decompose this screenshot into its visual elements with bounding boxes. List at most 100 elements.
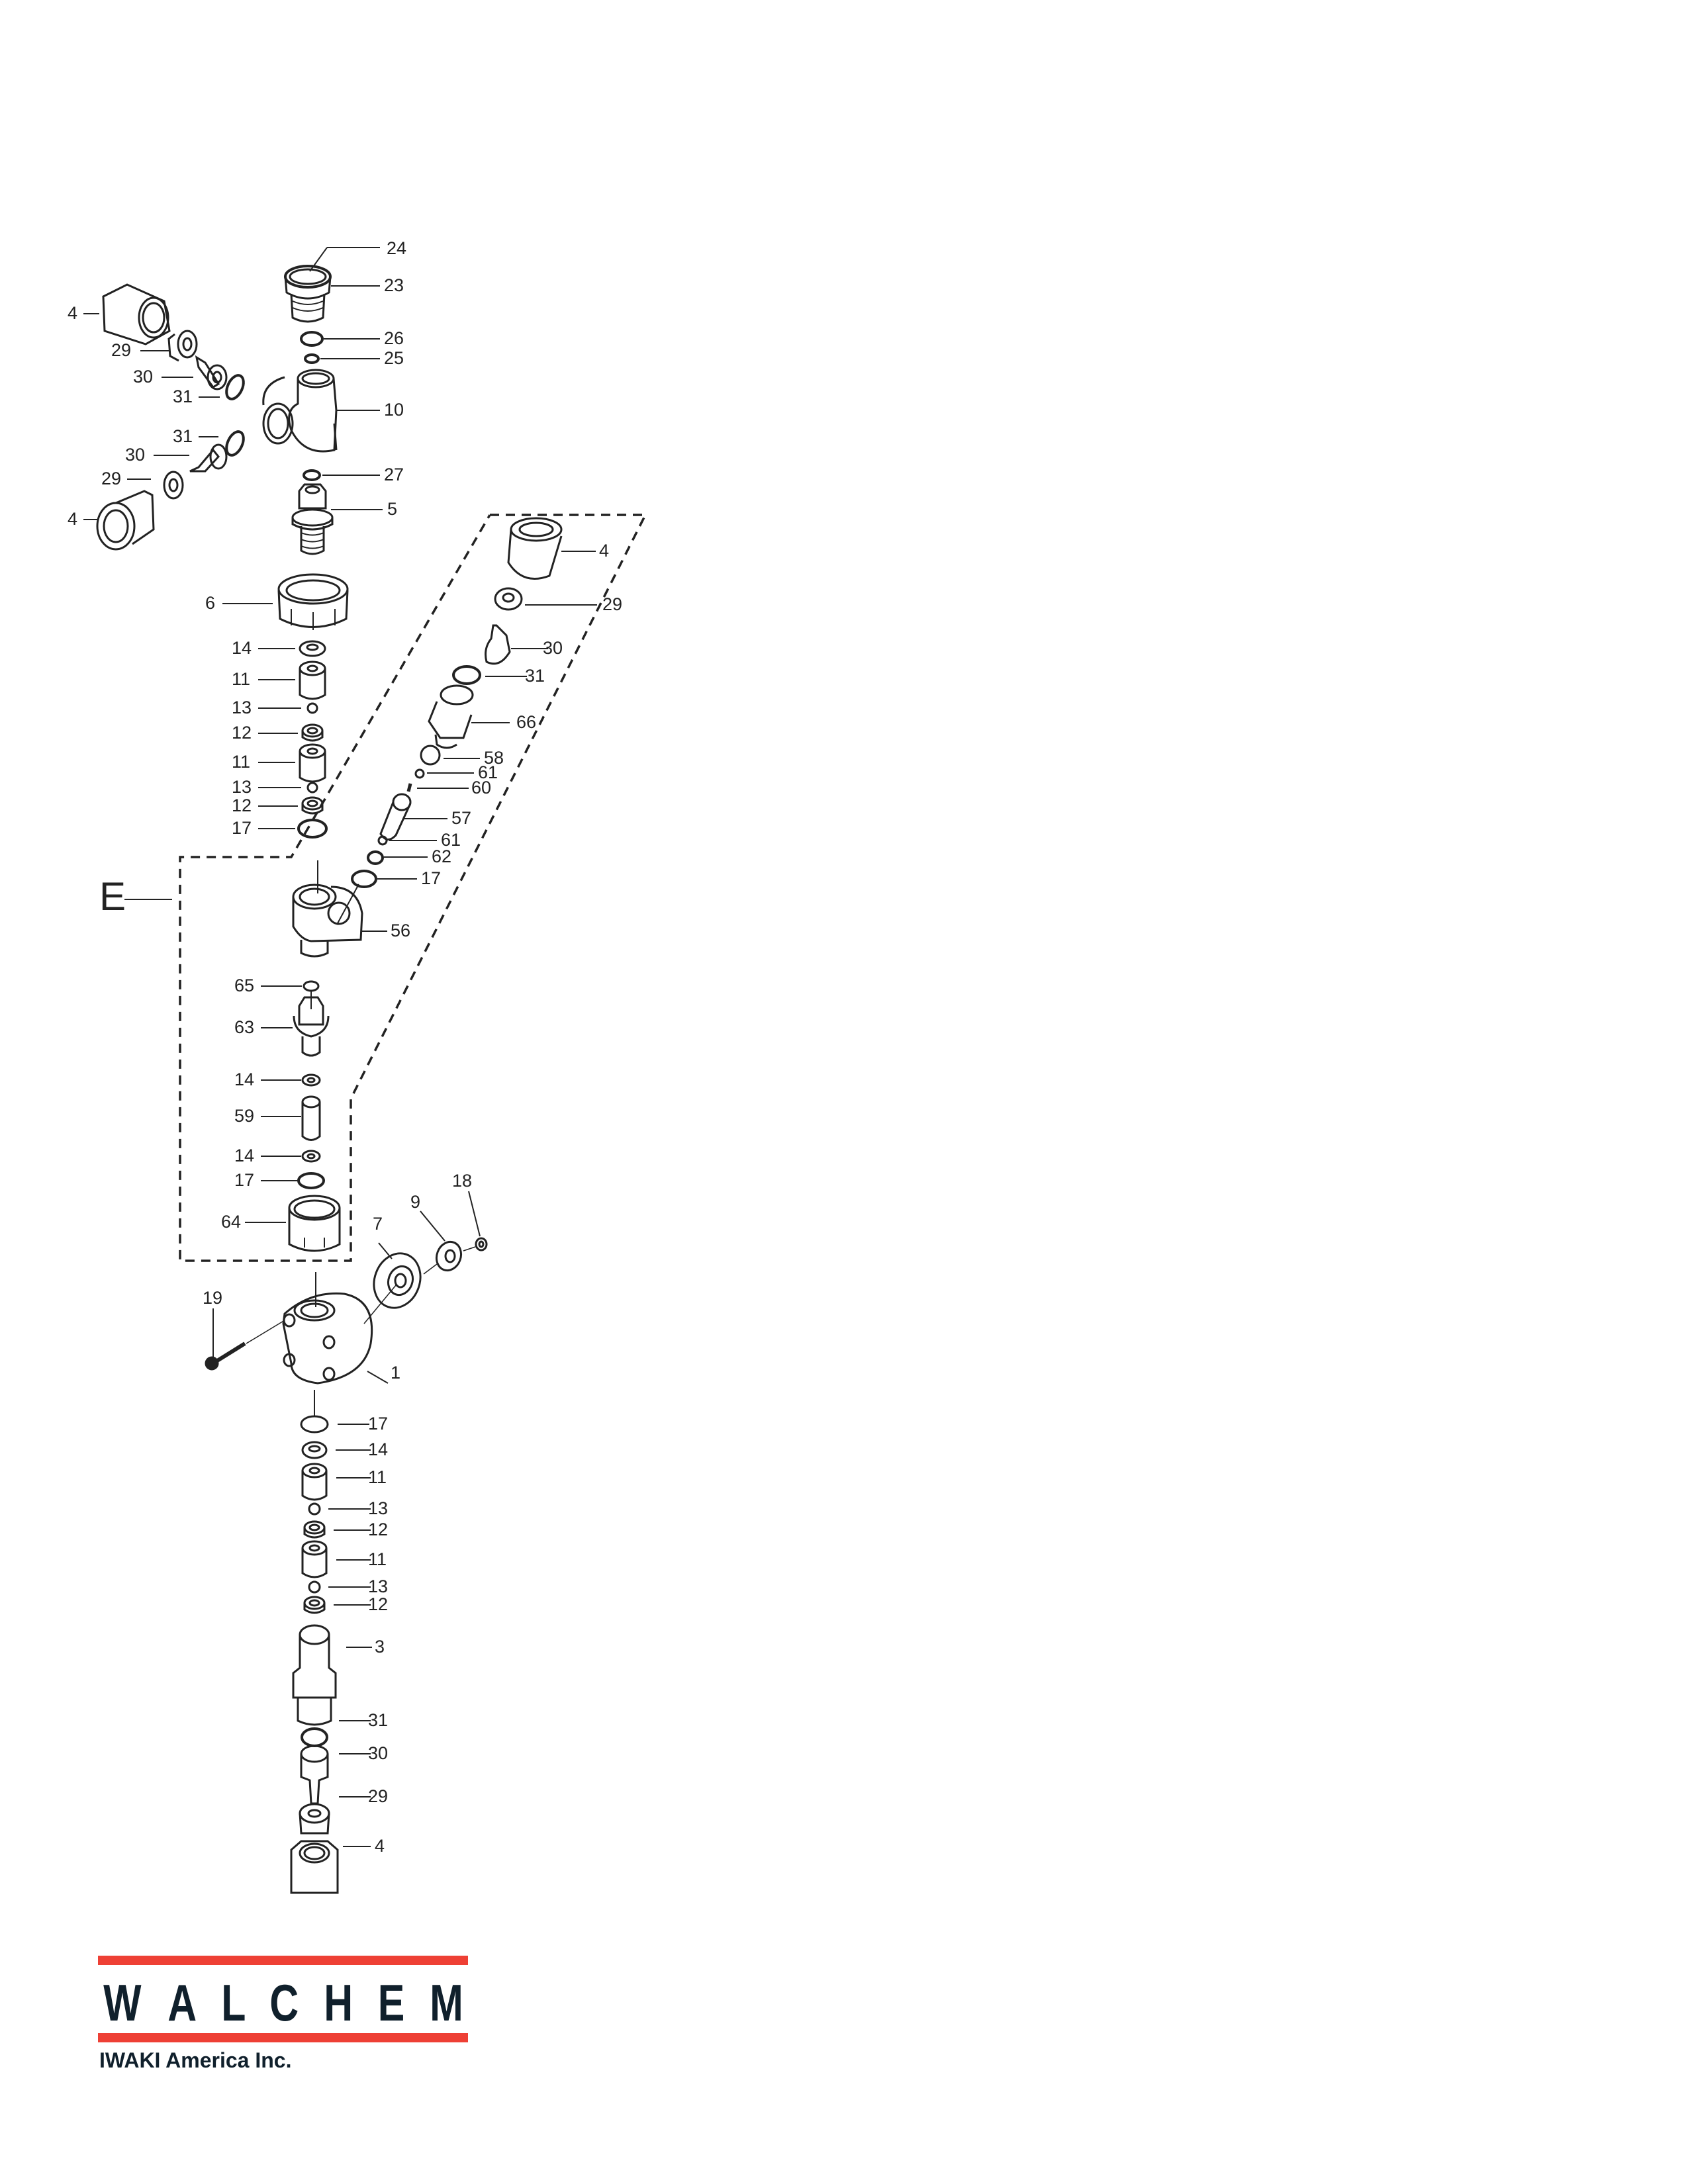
callout-1: 1 — [391, 1363, 401, 1383]
union-nut-64 — [288, 1195, 341, 1252]
callout-13: 13 — [368, 1498, 389, 1518]
callout-29: 29 — [602, 594, 623, 614]
callout-13: 13 — [368, 1576, 389, 1596]
o-ring-27 — [303, 469, 321, 481]
ball-guide-11-lower — [301, 1463, 328, 1501]
insert-30-kit — [485, 624, 511, 665]
insert-30-upper — [195, 355, 228, 390]
callout-10: 10 — [384, 400, 404, 420]
callout-14: 14 — [232, 638, 252, 658]
nut-4-lower — [96, 490, 155, 551]
cartridge-57 — [379, 793, 412, 841]
cap-part-23 — [284, 265, 332, 323]
callout-4: 4 — [68, 509, 78, 529]
callout-23: 23 — [384, 275, 404, 295]
callout-30: 30 — [543, 638, 563, 658]
callout-14: 14 — [368, 1439, 389, 1459]
callout-25: 25 — [384, 348, 404, 368]
o-ring-31-lower — [225, 430, 245, 457]
washer-9 — [435, 1240, 463, 1272]
gasket-14-kit-b — [301, 1150, 321, 1163]
callout-4: 4 — [375, 1836, 385, 1856]
callout-29: 29 — [101, 469, 122, 488]
pin-60 — [406, 783, 412, 792]
callout-4: 4 — [68, 303, 78, 323]
callout-17: 17 — [421, 868, 442, 888]
callout-31: 31 — [173, 426, 193, 446]
o-ring-26 — [300, 331, 324, 347]
ball-61b — [377, 835, 388, 846]
spacer-59 — [301, 1095, 321, 1141]
callout-17: 17 — [232, 818, 252, 838]
callout-17: 17 — [368, 1414, 389, 1433]
callout-31: 31 — [525, 666, 545, 686]
left-fittings — [83, 283, 245, 551]
callout-63: 63 — [234, 1017, 255, 1037]
callout-13: 13 — [232, 777, 252, 797]
washer-62 — [367, 850, 384, 865]
kit-e-side-parts — [351, 517, 597, 888]
logo-wordmark: W A L C H E M — [98, 1974, 468, 2032]
valve-seat-12-lower-b — [303, 1596, 326, 1614]
disc-58 — [420, 745, 441, 766]
callout-60: 60 — [471, 778, 492, 797]
nut-4-upper — [102, 283, 171, 345]
logo-top-bar — [98, 1956, 468, 1965]
logo-letter: M — [430, 1974, 463, 2032]
o-ring-31-lower-stack — [301, 1727, 328, 1747]
callout-12: 12 — [232, 723, 252, 743]
callout-11: 11 — [232, 669, 251, 689]
ball-guide-11b — [299, 743, 326, 783]
callout-3: 3 — [375, 1637, 385, 1657]
fitting-5 — [291, 483, 334, 555]
logo-letter: E — [377, 1974, 404, 2032]
ferrule-29-lower-stack — [299, 1803, 330, 1835]
diaphragm-7 — [373, 1252, 422, 1309]
valve-seat-12-lower — [303, 1520, 326, 1539]
callout-19: 19 — [203, 1288, 223, 1308]
callout-18: 18 — [452, 1171, 473, 1191]
o-ring-31-upper — [225, 374, 245, 400]
callout-12: 12 — [368, 1594, 389, 1614]
callout-17: 17 — [234, 1170, 255, 1190]
fitting-3 — [292, 1624, 337, 1726]
injection-body-56 — [292, 884, 363, 958]
ball-13-lower-b — [308, 1580, 321, 1594]
o-ring-17-lower — [300, 1415, 329, 1433]
callout-13: 13 — [232, 698, 252, 717]
o-ring-65 — [303, 980, 320, 992]
gasket-14-lower — [301, 1441, 328, 1459]
valve-seat-12b — [301, 796, 324, 815]
callout-6: 6 — [205, 593, 216, 613]
kit-e-dashed-outline — [179, 514, 647, 1262]
callout-14: 14 — [234, 1069, 255, 1089]
ferrule-29-lower — [163, 471, 184, 500]
callout-31: 31 — [368, 1710, 389, 1730]
ball-guide-11 — [299, 660, 326, 700]
callout-30: 30 — [133, 367, 154, 387]
gasket-14-kit — [301, 1073, 321, 1087]
ball-61 — [414, 768, 425, 779]
callout-11: 11 — [368, 1549, 387, 1569]
gasket-14 — [299, 640, 326, 657]
o-ring-17 — [297, 819, 328, 839]
callout-11: 11 — [232, 752, 251, 772]
callout-66: 66 — [516, 712, 537, 732]
logo-letter: W — [103, 1974, 142, 2032]
ball-guide-11-lower-b — [301, 1540, 328, 1578]
callout-12: 12 — [232, 796, 252, 815]
callout-59: 59 — [234, 1106, 255, 1126]
callout-27: 27 — [384, 465, 404, 484]
insert-30-lower-stack — [300, 1745, 329, 1805]
callout-61: 61 — [441, 830, 461, 850]
valve-stack-lower — [290, 1390, 372, 1894]
adapter-66 — [428, 684, 474, 749]
pump-head-parts — [205, 1191, 488, 1385]
callout-24: 24 — [387, 238, 407, 258]
logo-bottom-bar — [98, 2033, 468, 2042]
nut-4-lower-stack — [290, 1840, 339, 1894]
logo-subtitle: IWAKI America Inc. — [99, 2048, 292, 2072]
o-ring-31-kit — [452, 665, 481, 685]
nut-18 — [475, 1237, 488, 1251]
